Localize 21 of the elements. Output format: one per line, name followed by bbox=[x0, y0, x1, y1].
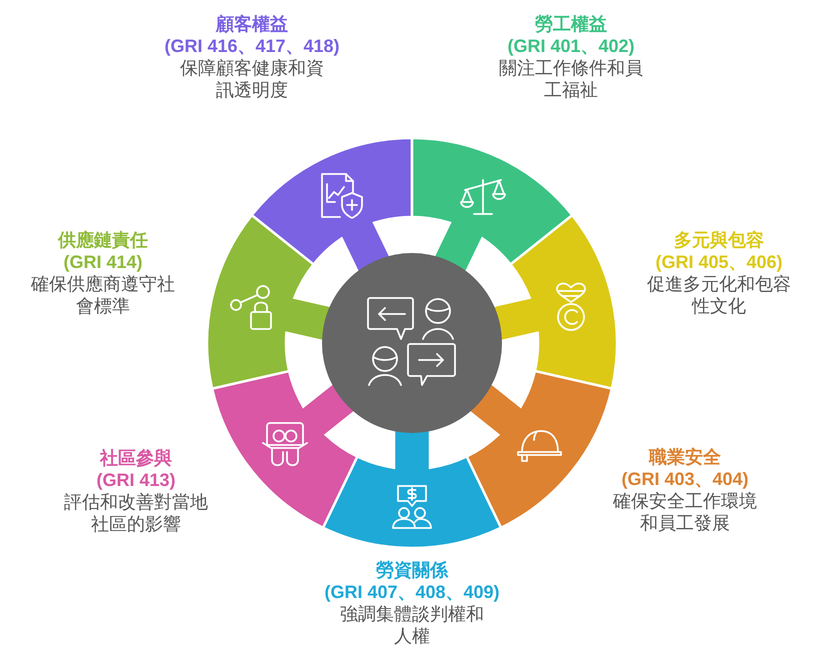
category-description: 確保安全工作環境和員工發展 bbox=[612, 490, 758, 534]
category-title: 多元與包容 bbox=[674, 229, 764, 251]
category-description: 促進多元化和包容性文化 bbox=[646, 273, 792, 317]
gri-code: (GRI 403、404) bbox=[621, 468, 749, 490]
gri-code: (GRI 405、406) bbox=[655, 251, 783, 273]
category-description: 確保供應商遵守社會標準 bbox=[30, 273, 176, 317]
category-description: 強調集體談判權和人權 bbox=[339, 603, 485, 647]
gri-code: (GRI 416、417、418) bbox=[164, 35, 340, 57]
category-title: 勞資關係 bbox=[376, 559, 448, 581]
gri-code: (GRI 401、402) bbox=[507, 35, 635, 57]
gri-code: (GRI 407、408、409) bbox=[324, 581, 500, 603]
category-title: 供應鏈責任 bbox=[58, 229, 148, 251]
gri-code: (GRI 414) bbox=[63, 251, 143, 273]
category-description: 保障顧客健康和資訊透明度 bbox=[179, 57, 325, 101]
category-title: 顧客權益 bbox=[216, 13, 288, 35]
gri-code: (GRI 413) bbox=[96, 469, 176, 491]
category-description: 評估和改善對當地社區的影響 bbox=[63, 491, 209, 535]
category-description: 關注工作條件和員工福祉 bbox=[498, 57, 644, 101]
category-title: 職業安全 bbox=[649, 446, 721, 468]
category-title: 社區參與 bbox=[100, 447, 172, 469]
category-title: 勞工權益 bbox=[535, 13, 607, 35]
